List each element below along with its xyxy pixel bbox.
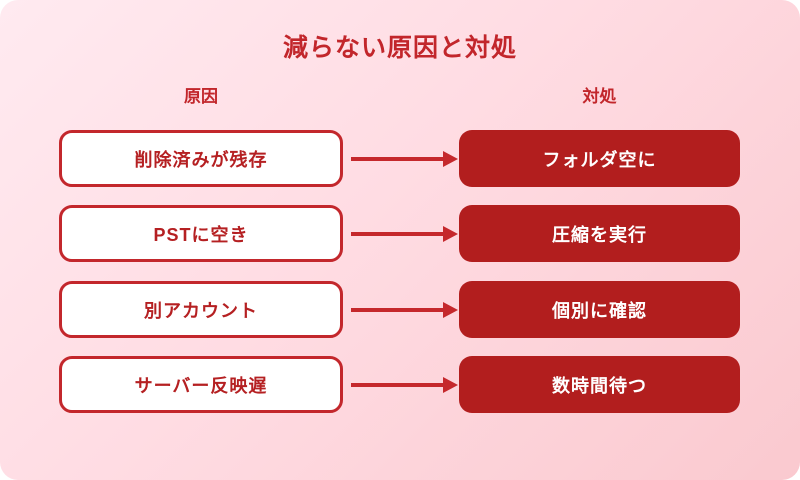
action-label: フォルダ空に <box>542 149 657 170</box>
cause-box: サーバー反映遅 <box>59 356 343 413</box>
arrow-line <box>351 157 445 161</box>
arrow-right-icon <box>351 281 459 338</box>
flow-row: サーバー反映遅 数時間待つ <box>0 356 800 413</box>
arrowhead-icon <box>443 150 458 167</box>
arrow-right-icon <box>351 205 459 262</box>
action-box: 数時間待つ <box>459 356 740 413</box>
flow-row: 別アカウント 個別に確認 <box>0 281 800 338</box>
cause-label: 削除済みが残存 <box>134 149 268 170</box>
arrow-line <box>351 308 445 312</box>
action-label: 圧縮を実行 <box>552 224 647 245</box>
arrowhead-icon <box>443 376 458 393</box>
action-box: 圧縮を実行 <box>459 205 740 262</box>
cause-box: 別アカウント <box>59 281 343 338</box>
arrowhead-icon <box>443 225 458 242</box>
arrow-right-icon <box>351 356 459 413</box>
arrowhead-icon <box>443 301 458 318</box>
action-label: 数時間待つ <box>552 375 647 396</box>
column-header-action: 対処 <box>582 87 617 106</box>
cause-label: 別アカウント <box>144 300 258 321</box>
cause-label: PSTに空き <box>153 224 249 245</box>
cause-box: PSTに空き <box>59 205 343 262</box>
action-box: フォルダ空に <box>459 130 740 187</box>
column-header-cause: 原因 <box>184 87 218 106</box>
arrow-right-icon <box>351 130 459 187</box>
cause-box: 削除済みが残存 <box>59 130 343 187</box>
action-label: 個別に確認 <box>552 300 647 321</box>
action-box: 個別に確認 <box>459 281 740 338</box>
arrow-line <box>351 232 445 236</box>
page-title: 減らない原因と対処 <box>282 34 517 62</box>
arrow-line <box>351 383 445 387</box>
flow-row: PSTに空き 圧縮を実行 <box>0 205 800 262</box>
cause-label: サーバー反映遅 <box>134 375 268 396</box>
flow-row: 削除済みが残存 フォルダ空に <box>0 130 800 187</box>
